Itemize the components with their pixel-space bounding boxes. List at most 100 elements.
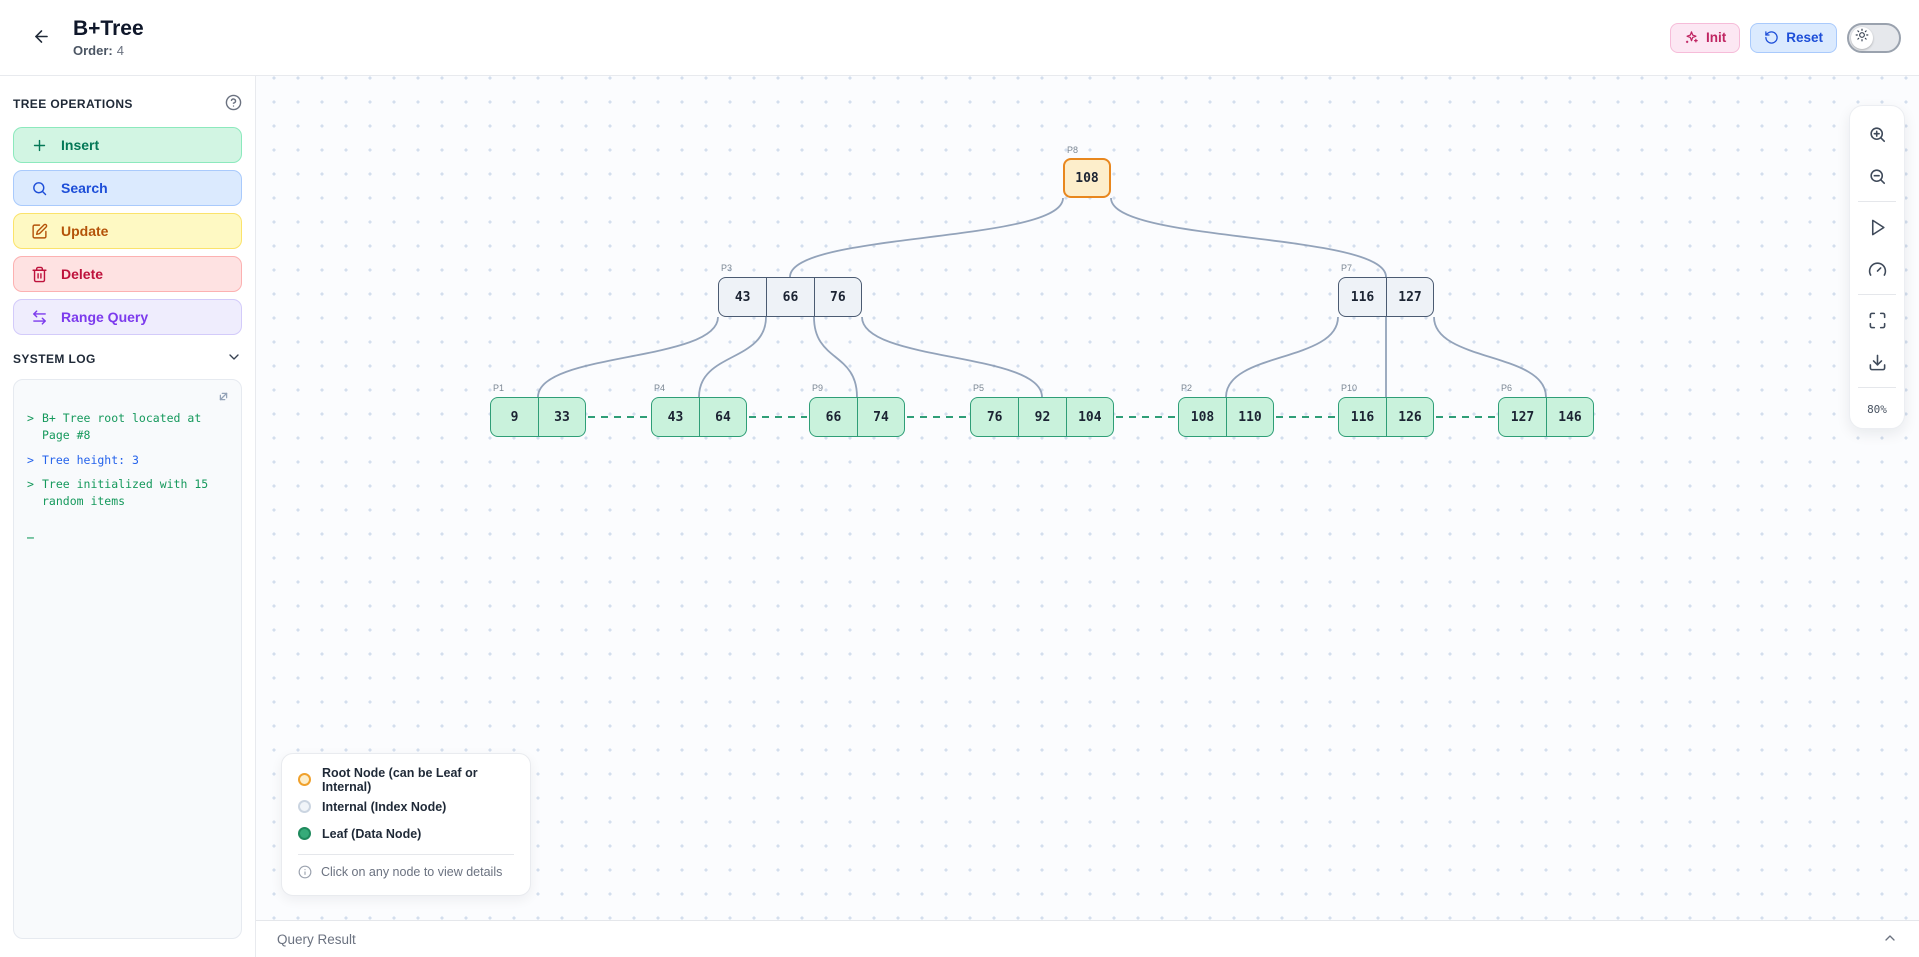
trash-icon [31,266,48,283]
legend-hint-text: Click on any node to view details [321,865,503,879]
legend-swatch [298,773,311,786]
help-circle-icon [225,94,242,114]
node-key: 110 [1225,398,1273,436]
tree-edge-p3-p5 [861,316,1043,398]
play-button[interactable] [1856,206,1898,248]
order-line: Order:4 [73,43,144,58]
order-value: 4 [116,43,124,59]
legend-panel: Root Node (can be Leaf or Internal) Inter… [281,753,531,896]
gauge-button[interactable] [1856,248,1898,290]
op-button-delete[interactable]: Delete [13,256,242,292]
tree-edge-p7-p2 [1225,316,1339,398]
download-button[interactable] [1856,341,1898,383]
node-key: 66 [825,409,842,425]
page-title: B+Tree [73,16,144,40]
zoom-out-button[interactable] [1856,155,1898,197]
op-button-label: Search [61,180,108,196]
info-icon [298,865,312,879]
node-key: 43 [667,409,684,425]
system-log-panel: B+ Tree root located at Page #8Tree heig… [13,379,242,939]
back-button[interactable] [26,23,56,53]
help-button[interactable] [225,94,242,114]
node-key: 126 [1385,398,1433,436]
node-page-label: P3 [721,263,733,273]
query-result-collapse-button[interactable] [1882,930,1898,949]
system-log-collapse-button[interactable] [226,349,242,368]
header-actions: Init Reset [1669,22,1901,53]
toolbar-divider [1858,201,1896,202]
tree-edge-p3-p1 [537,316,719,398]
log-lines: B+ Tree root located at Page #8Tree heig… [27,410,229,510]
node-key: 108 [1075,170,1099,186]
reset-button[interactable]: Reset [1750,22,1837,53]
log-cursor: _ [27,525,34,540]
tree-node-p8[interactable]: P8 108 [1063,145,1111,198]
tree-operations-header: TREE OPERATIONS [13,94,242,114]
toggle-knob [1851,26,1873,49]
tree-node-p7[interactable]: P7 116 127 [1338,263,1434,317]
log-expand-button[interactable] [216,389,231,407]
gauge-icon [1868,260,1887,279]
zoom-in-button[interactable] [1856,113,1898,155]
op-button-label: Range Query [61,309,149,325]
legend-label: Leaf (Data Node) [322,826,422,841]
theme-toggle[interactable] [1847,22,1901,53]
op-button-search[interactable]: Search [13,170,242,206]
log-line: Tree initialized with 15 random items [27,476,229,511]
tree-node-p4[interactable]: P4 43 64 [651,383,747,437]
tree-edge-p3-p4 [698,316,767,398]
title-block: B+Tree Order:4 [73,17,144,58]
node-key: 66 [766,278,813,316]
op-button-range-query[interactable]: Range Query [13,299,242,335]
node-key: 64 [698,398,746,436]
maximize-icon [1868,311,1887,330]
op-button-update[interactable]: Update [13,213,242,249]
query-result-bar[interactable]: Query Result [256,920,1919,957]
chevron-down-icon [226,349,242,368]
node-page-label: P5 [973,383,985,393]
tree-operations-title: TREE OPERATIONS [13,97,133,111]
node-page-label: P2 [1181,383,1193,393]
tree-edge-p8-p3 [789,197,1064,278]
search-icon [31,180,48,197]
node-page-label: P7 [1341,263,1353,273]
node-page-label: P4 [654,383,666,393]
op-button-label: Delete [61,266,104,282]
node-key: 127 [1385,278,1433,316]
legend-swatch [298,800,311,813]
header: B+Tree Order:4 Init Reset [0,0,1919,76]
node-key: 43 [734,289,751,305]
download-icon [1868,353,1887,372]
legend-hint: Click on any node to view details [298,859,514,885]
node-key: 76 [986,409,1003,425]
log-line: Tree height: 3 [27,452,229,470]
legend-divider [298,854,514,855]
op-button-label: Insert [61,137,100,153]
tree-edge-p7-p6 [1433,316,1547,398]
node-page-label: P8 [1067,145,1079,155]
node-key: 146 [1545,398,1593,436]
legend-label: Internal (Index Node) [322,799,447,814]
system-log-header: SYSTEM LOG [13,349,242,368]
legend-label: Root Node (can be Leaf or Internal) [322,765,478,794]
node-key: 76 [813,278,861,316]
op-button-insert[interactable]: Insert [13,127,242,163]
node-key: 104 [1065,398,1113,436]
maximize-button[interactable] [1856,299,1898,341]
legend-swatch [298,827,311,840]
node-key: 116 [1350,289,1375,305]
init-button[interactable]: Init [1669,22,1741,53]
button-label: Init [1705,30,1727,45]
play-icon [1868,218,1887,237]
legend-items: Root Node (can be Leaf or Internal) Inter… [298,766,514,847]
